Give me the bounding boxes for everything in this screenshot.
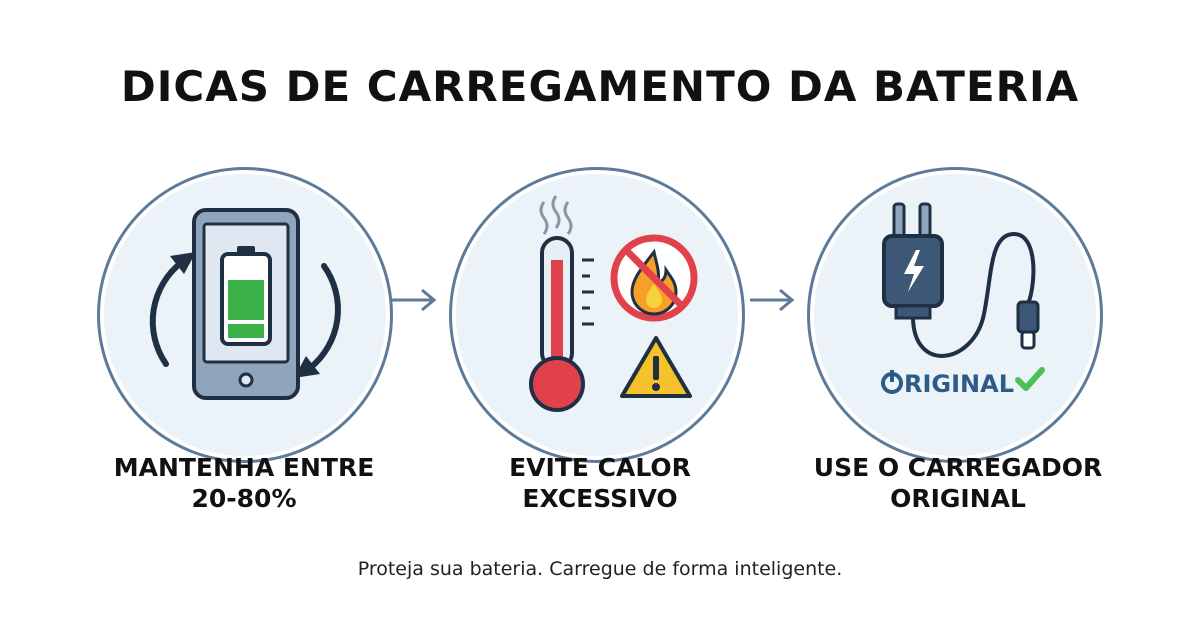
tip-label-line: USE O CARREGADOR — [813, 453, 1103, 482]
warning-icon — [620, 336, 692, 398]
footer-text: Proteja sua bateria. Carregue de forma i… — [357, 558, 843, 580]
tip-label-line: MANTENHA ENTRE — [113, 453, 375, 482]
lightning-icon — [904, 250, 924, 292]
page-title: DICAS DE CARREGAMENTO DA BATERIA — [120, 62, 1080, 111]
battery-level-icon — [228, 280, 264, 320]
tip-label-line: EVITE CALOR — [509, 453, 691, 482]
next-arrow-icon — [750, 288, 795, 312]
tip-circle-original-charger: RIGINAL — [810, 170, 1100, 460]
tip-label-battery-range: MANTENHA ENTRE 20-80% — [64, 452, 424, 514]
next-arrow-icon — [392, 288, 437, 312]
check-icon — [1015, 367, 1045, 391]
no-fire-icon — [610, 234, 698, 322]
rotate-right-arrowhead-icon — [294, 356, 320, 378]
heat-wave-icon — [539, 201, 549, 235]
charger-plug-icon: RIGINAL — [881, 202, 1045, 398]
rotate-right-arrow-icon — [307, 263, 341, 371]
thermometer-icon — [529, 195, 698, 412]
heat-wave-icon — [551, 195, 561, 229]
tip-label-line: 20-80% — [191, 484, 297, 513]
rotate-left-arrow-icon — [149, 259, 185, 367]
tip-label-line: ORIGINAL — [890, 484, 1026, 513]
tip-label-heat: EVITE CALOR EXCESSIVO — [420, 452, 780, 514]
original-badge: RIGINAL — [881, 367, 1045, 398]
tip-label-line: EXCESSIVO — [522, 484, 678, 513]
tip-label-original-charger: USE O CARREGADOR ORIGINAL — [778, 452, 1138, 514]
phone-battery-icon — [149, 208, 341, 400]
original-badge-text: RIGINAL — [904, 370, 1014, 398]
phone-home-button-icon — [238, 372, 254, 388]
tip-circle-battery-range — [100, 170, 390, 460]
heat-wave-icon — [563, 201, 573, 235]
tip-circle-heat — [452, 170, 742, 460]
rotate-left-arrowhead-icon — [170, 252, 196, 274]
battery-level-base-icon — [228, 324, 264, 338]
